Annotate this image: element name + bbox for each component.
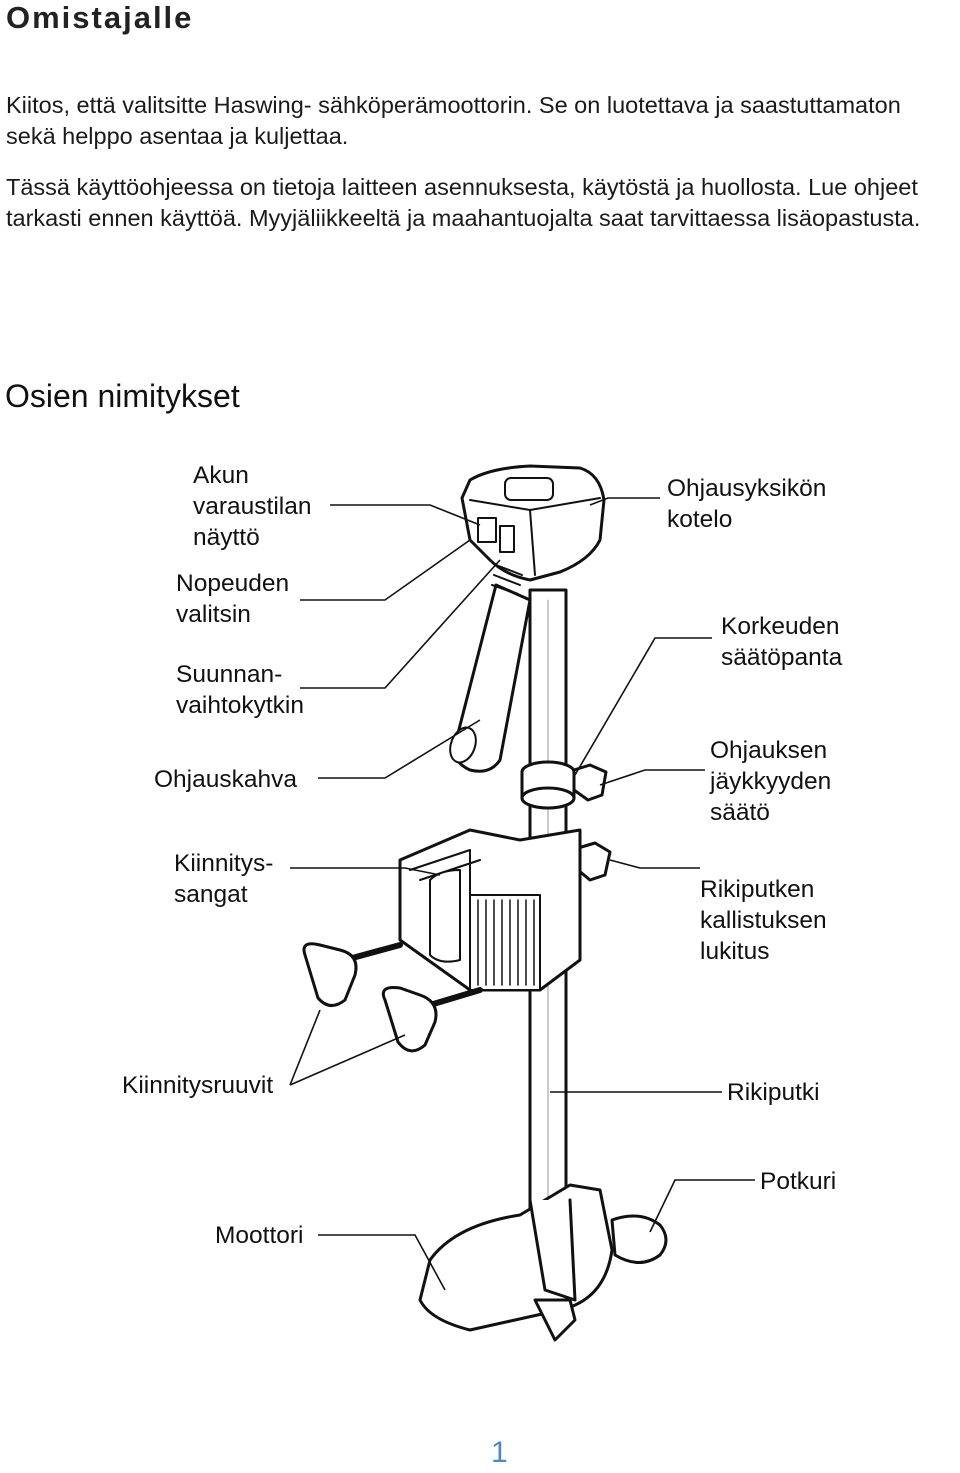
leader-line xyxy=(300,559,501,689)
intro-paragraph: Kiitos, että valitsitte Haswing- sähköpe… xyxy=(6,92,901,149)
label-clamp-brackets: Kiinnitys- sangat xyxy=(174,850,274,908)
clamp-screw-knob xyxy=(302,942,358,1007)
label-shaft: Rikiputki xyxy=(727,1079,820,1106)
label-motor: Moottori xyxy=(215,1222,304,1249)
section-title: Osien nimitykset xyxy=(5,378,240,414)
leader-line xyxy=(649,1179,755,1233)
label-tiller: Ohjauskahva xyxy=(154,766,298,793)
label-battery-display: Akun varaustilan näyttö xyxy=(193,462,312,551)
label-propeller: Potkuri xyxy=(760,1168,837,1195)
collar-knob xyxy=(572,763,608,802)
label-steering-tension: Ohjauksen jäykkyyden säätö xyxy=(710,737,832,826)
label-speed-selector: Nopeuden valitsin xyxy=(176,570,290,628)
leader-line xyxy=(290,867,441,876)
leader-line xyxy=(300,539,471,601)
control-head xyxy=(460,464,606,582)
leader-line xyxy=(289,1009,406,1086)
instructions-paragraph: Tässä käyttöohjeessa on tietoja laitteen… xyxy=(6,174,921,231)
label-direction-switch: Suunnan- vaihtokytkin xyxy=(176,661,305,719)
page-number: 1 xyxy=(491,1436,508,1469)
leader-line xyxy=(589,497,660,506)
label-height-collar: Korkeuden säätöpanta xyxy=(721,613,843,671)
motor-body xyxy=(418,1183,614,1332)
leader-line xyxy=(609,859,700,869)
leader-line xyxy=(318,719,481,779)
leader-line xyxy=(599,769,705,786)
clamp-screw-knob xyxy=(381,986,438,1053)
propeller xyxy=(610,1214,668,1264)
page-title: Omistajalle xyxy=(6,0,194,35)
label-control-housing: Ohjausyksikön kotelo xyxy=(667,475,827,533)
label-tilt-lock: Rikiputken kallistuksen lukitus xyxy=(700,876,827,965)
leader-line xyxy=(330,504,481,526)
leader-line xyxy=(318,1234,446,1291)
label-clamp-screws: Kiinnitysruuvit xyxy=(122,1072,274,1099)
leader-line xyxy=(574,637,712,776)
